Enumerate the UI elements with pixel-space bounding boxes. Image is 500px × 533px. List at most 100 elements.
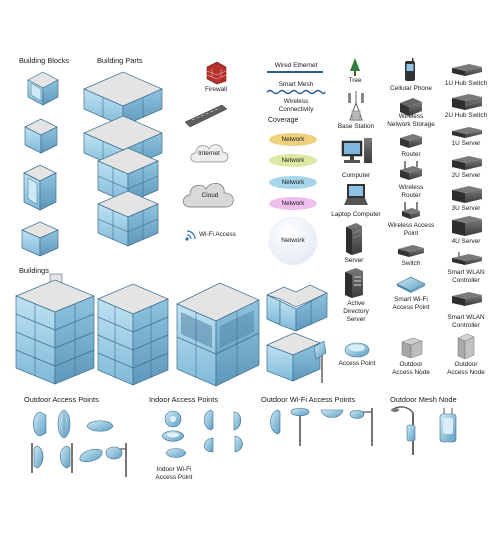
outdoor-access-point-icon — [79, 448, 103, 463]
outdoor-wifi-access-points-heading: Outdoor Wi-Fi Access Points — [261, 395, 356, 404]
wireless-network-storage-label-1: Wireless — [398, 113, 424, 120]
smart-wifi-access-point-label-2: Access Point — [392, 304, 430, 311]
wireless-connectivity-label-1: Wireless — [283, 98, 309, 105]
network-sphere — [270, 218, 316, 264]
buildings-heading: Buildings — [19, 266, 49, 275]
2u-hub-switch-label: 2U Hub Switch — [444, 112, 488, 119]
building-block-cube — [24, 118, 58, 154]
2u-server-label: 2U Server — [451, 172, 481, 179]
tree-icon — [350, 58, 360, 76]
router-icon — [400, 134, 422, 148]
smart-wlan-controller-label-1: Smart WLAN — [447, 314, 485, 321]
smart-mesh-label: Smart Mesh — [278, 81, 314, 88]
indoor-access-point-icon — [204, 437, 214, 453]
coverage-network-pink: Network — [269, 197, 317, 210]
outdoor-wifi-access-point-icon — [270, 409, 281, 435]
wireless-access-point-label-1: Wireless Access — [387, 222, 435, 229]
road-icon — [184, 104, 228, 128]
coverage-heading: Coverage — [268, 117, 299, 124]
cellular-phone-icon — [405, 58, 415, 81]
outdoor-access-node-label-1: Outdoor — [399, 361, 423, 368]
wireless-router-label-2: Router — [401, 192, 421, 199]
active-directory-label-3: Server — [346, 316, 366, 323]
wifi-access-icon — [185, 230, 196, 241]
3u-server-icon — [452, 186, 482, 203]
outdoor-access-node-label-2: Access Node — [392, 369, 430, 376]
building-office-block — [97, 283, 169, 386]
wired-ethernet-line — [267, 71, 323, 73]
router-label: Router — [401, 151, 421, 158]
outdoor-mesh-node-icon — [439, 408, 457, 443]
tree-label: Tree — [348, 77, 362, 84]
computer-icon — [341, 138, 372, 163]
outdoor-wifi-access-point-pole-icon — [349, 408, 373, 446]
1u-server-label: 1U Server — [451, 140, 481, 147]
active-directory-label-2: Directory — [343, 308, 369, 315]
cloud-label: Cloud — [201, 192, 219, 199]
outdoor-access-point-icon — [86, 420, 114, 432]
outdoor-mesh-node-pole-icon — [391, 406, 416, 455]
smart-wifi-access-point-icon — [396, 276, 426, 293]
outdoor-access-point-pole-icon — [105, 443, 127, 477]
smart-mesh-line — [266, 89, 326, 95]
wireless-router-label-1: Wireless — [398, 184, 424, 191]
server-icon — [346, 223, 362, 255]
building-part-open-floor — [97, 147, 159, 204]
building-open-office — [176, 282, 260, 387]
2u-server-icon — [452, 156, 482, 170]
wired-ethernet-label: Wired Ethernet — [274, 62, 318, 69]
cellular-phone-label: Cellular Phone — [390, 85, 432, 92]
indoor-access-point-icon — [165, 448, 187, 458]
1u-hub-switch-icon — [452, 64, 482, 76]
wireless-connectivity-label-2: Connectivity — [278, 106, 314, 113]
wireless-network-storage-label-2: Network Storage — [387, 121, 435, 128]
building-office-tower — [15, 273, 95, 385]
building-part-roof-floor — [83, 71, 163, 127]
2u-hub-switch-icon — [452, 94, 483, 110]
building-part-open-floor — [97, 190, 159, 247]
smart-wlan-controller-label-1: Smart WLAN — [447, 269, 485, 276]
building-block-cube — [27, 71, 59, 106]
3u-server-label: 3U Server — [451, 205, 481, 212]
smart-wlan-controller-label-2: Controller — [452, 322, 480, 329]
wireless-network-storage-icon — [400, 98, 422, 116]
smart-wlan-controller-label-2: Controller — [452, 277, 480, 284]
cloud-icon — [182, 183, 234, 208]
outdoor-wifi-access-point-icon — [320, 409, 344, 418]
4u-server-icon — [452, 216, 482, 236]
network-sphere-label: Network — [281, 237, 305, 244]
indoor-access-point-icon — [164, 410, 182, 428]
active-directory-label-1: Active — [347, 300, 365, 307]
building-parts-heading: Building Parts — [97, 56, 143, 65]
building-block-flat — [21, 221, 59, 257]
firewall-icon — [206, 61, 227, 85]
base-station-label: Base Station — [337, 123, 375, 130]
internet-label: Internet — [198, 150, 220, 157]
internet-cloud-icon — [190, 144, 229, 163]
switch-icon — [398, 245, 424, 257]
building-blocks-heading: Building Blocks — [19, 56, 70, 65]
1u-server-icon — [452, 127, 482, 138]
smart-wlan-controller-icon — [452, 252, 482, 265]
smart-wifi-access-point-label-1: Smart Wi-Fi — [394, 296, 428, 303]
outdoor-access-node-tall-icon — [457, 333, 475, 360]
smart-wlan-controller-icon — [452, 292, 482, 306]
indoor-wifi-access-point-label-1: Indoor Wi-Fi — [156, 466, 192, 473]
outdoor-access-point-icon — [32, 411, 47, 437]
building-with-access-point — [266, 332, 327, 383]
wireless-access-point-label-2: Point — [403, 230, 419, 237]
indoor-wifi-access-point-label-2: Access Point — [155, 474, 193, 481]
indoor-access-point-icon — [161, 430, 185, 442]
building-l-shaped — [266, 284, 328, 332]
coverage-network-green: Network — [269, 154, 317, 167]
coverage-network-orange: Network — [269, 133, 317, 146]
access-point-icon — [344, 342, 370, 358]
indoor-access-point-icon — [203, 409, 214, 431]
server-label: Server — [344, 257, 364, 264]
outdoor-access-point-pole-icon — [31, 443, 44, 473]
indoor-access-point-icon — [233, 411, 242, 431]
indoor-access-point-icon — [234, 435, 243, 453]
firewall-label: Firewall — [204, 86, 227, 93]
1u-hub-switch-label: 1U Hub Switch — [444, 80, 488, 87]
wifi-access-label: Wi-Fi Access — [199, 231, 236, 238]
